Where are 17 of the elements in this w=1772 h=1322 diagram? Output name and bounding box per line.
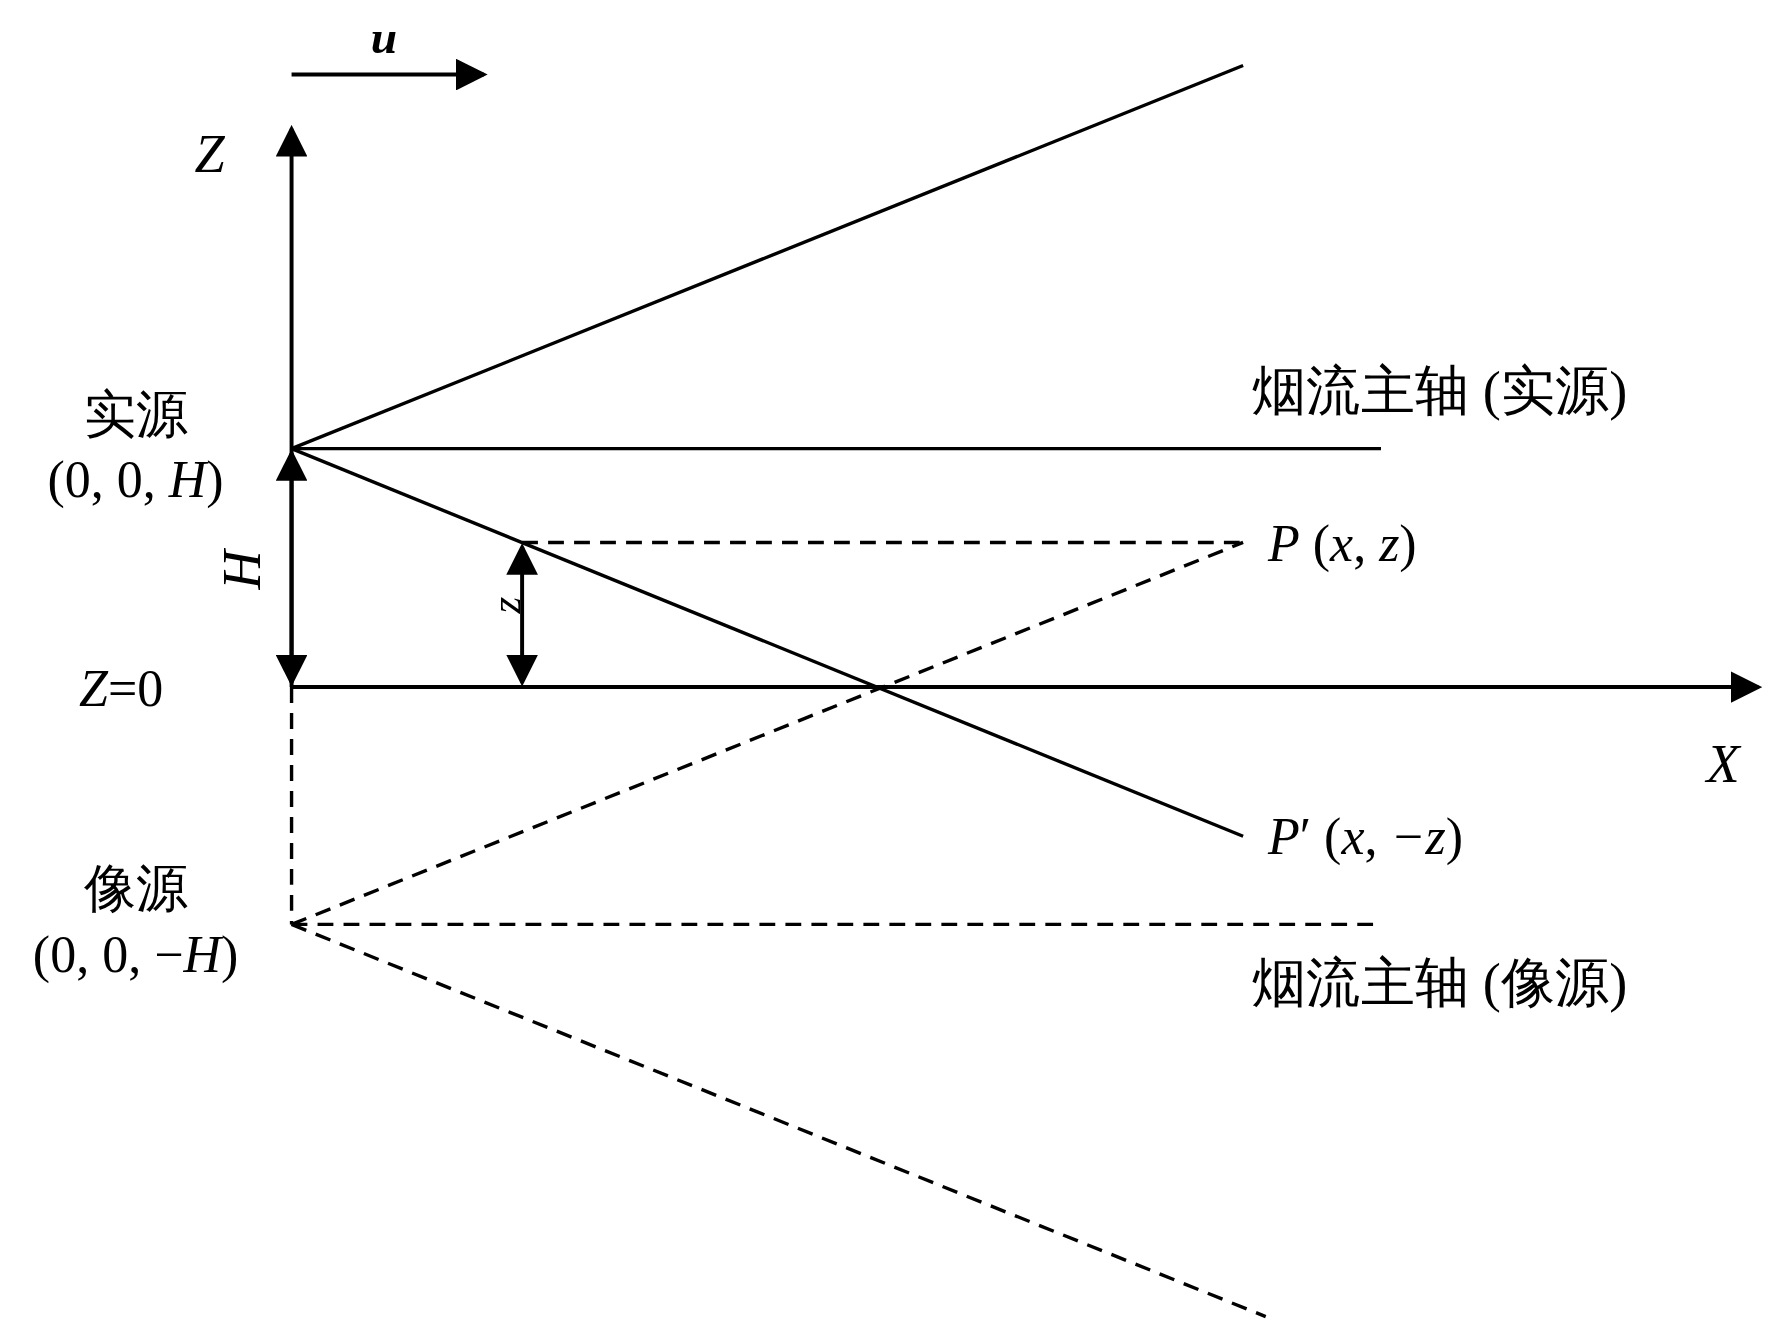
source-name: 像源 xyxy=(83,859,188,920)
dimension-label: z xyxy=(483,596,527,614)
coordinate-label: (0, 0, H) xyxy=(47,449,224,510)
dashed-line xyxy=(290,540,1244,926)
point-label: P (x, z) xyxy=(1267,513,1417,575)
axis-label: 烟流主轴 (像源) xyxy=(1252,956,1628,1011)
axis-label: X xyxy=(1706,736,1740,792)
plume-line xyxy=(290,447,1244,838)
axis-label: 烟流主轴 (实源) xyxy=(1252,363,1628,419)
dimension-label: H xyxy=(214,550,269,590)
velocity-label: u xyxy=(370,13,398,62)
axis-label: Z=0 xyxy=(79,663,164,716)
axis-label: Z xyxy=(194,126,225,181)
coordinate-label: (0, 0, −H) xyxy=(32,924,239,985)
dashed-line xyxy=(290,922,1267,1319)
source-name: 实源 xyxy=(83,384,188,445)
point-label: P′ (x, −z) xyxy=(1267,807,1464,868)
